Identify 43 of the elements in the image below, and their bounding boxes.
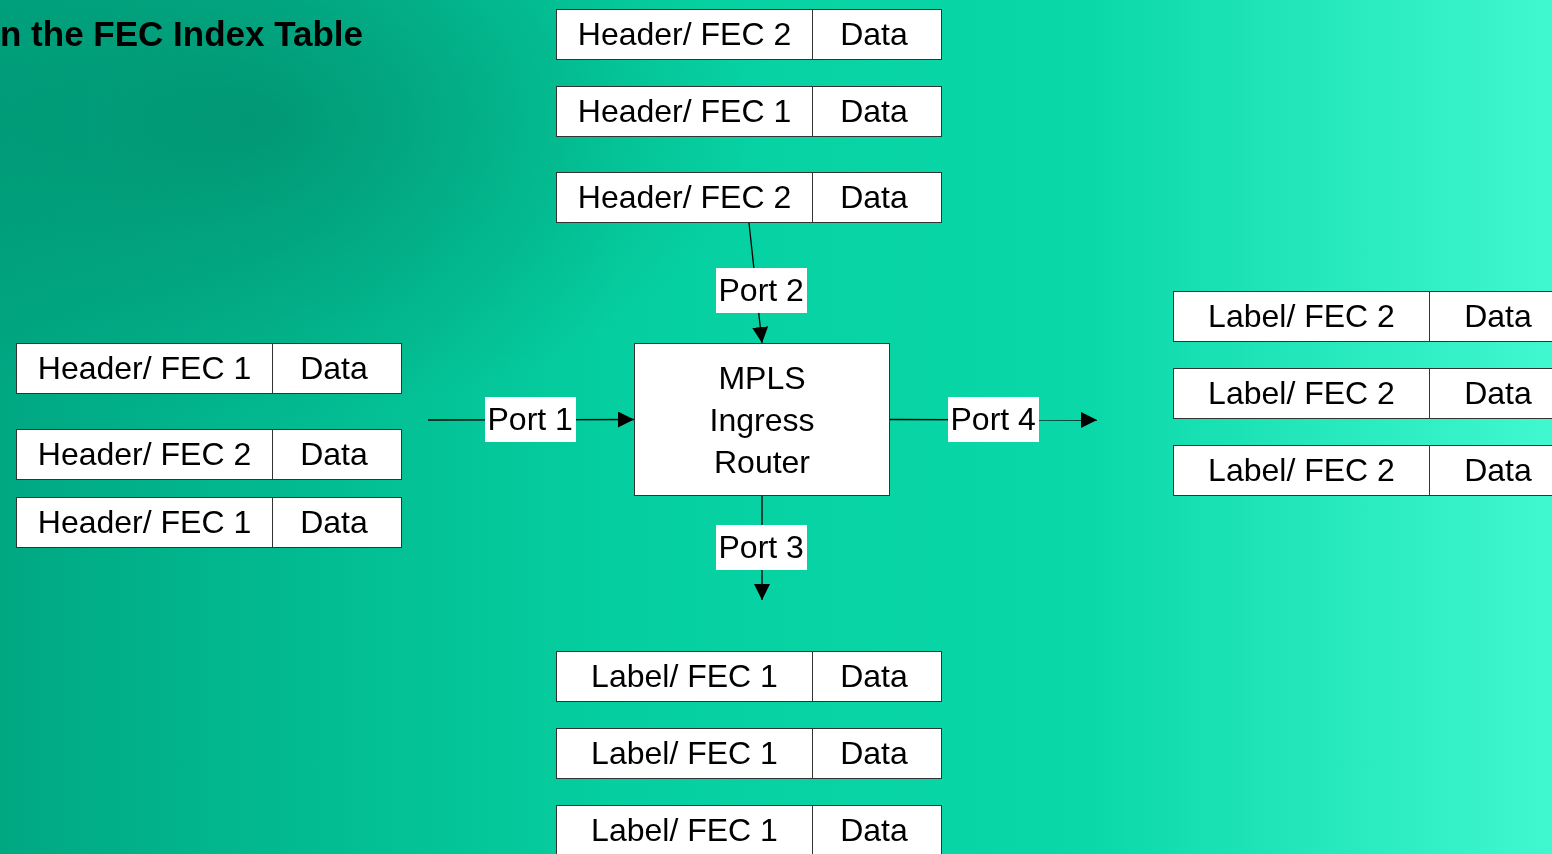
packet-header-text: Label/ FEC 2 [1174, 369, 1430, 418]
router-label: MPLS Ingress Router [708, 358, 816, 482]
packet-data-text: Data [839, 811, 909, 850]
packet-data-text: Data [839, 734, 909, 773]
port-label: Port 1 [484, 396, 576, 442]
packet-box [1173, 291, 1552, 342]
packet-data-text: Data [1463, 297, 1533, 336]
packet-header-text: Label/ FEC 2 [1174, 446, 1430, 495]
packet-box [556, 805, 942, 854]
packet-data-text: Data [299, 503, 369, 542]
packet-data-text: Data [1463, 451, 1533, 490]
packet-box [1173, 368, 1552, 419]
packet-data-text: Data [839, 92, 909, 131]
packet-data-text: Data [299, 435, 369, 474]
port-label: Port 2 [715, 267, 807, 313]
packet-header-text: Label/ FEC 1 [557, 729, 813, 778]
packet-box [556, 9, 942, 60]
packet-box [556, 172, 942, 223]
router-box [634, 343, 890, 496]
packet-data-text: Data [299, 349, 369, 388]
packet-box [556, 651, 942, 702]
packet-box [16, 497, 402, 548]
packet-header-text: Header/ FEC 2 [557, 10, 813, 59]
packet-data-text: Data [839, 15, 909, 54]
packet-header-text: Header/ FEC 1 [557, 87, 813, 136]
packet-header-text: Header/ FEC 2 [557, 173, 813, 222]
packet-header-text: Label/ FEC 1 [557, 652, 813, 701]
packet-data-text: Data [1463, 374, 1533, 413]
packet-box [556, 728, 942, 779]
packet-header-text: Header/ FEC 1 [17, 498, 273, 547]
packet-data-text: Data [839, 657, 909, 696]
packet-header-text: Header/ FEC 1 [17, 344, 273, 393]
packet-box [1173, 445, 1552, 496]
packet-box [556, 86, 942, 137]
packet-header-text: Label/ FEC 1 [557, 806, 813, 854]
packet-header-text: Label/ FEC 2 [1174, 292, 1430, 341]
port-label: Port 3 [715, 524, 807, 570]
packet-box [16, 429, 402, 480]
packet-data-text: Data [839, 178, 909, 217]
port-label: Port 4 [947, 396, 1039, 442]
title: n the FEC Index Table [0, 14, 363, 54]
packet-header-text: Header/ FEC 2 [17, 430, 273, 479]
packet-box [16, 343, 402, 394]
